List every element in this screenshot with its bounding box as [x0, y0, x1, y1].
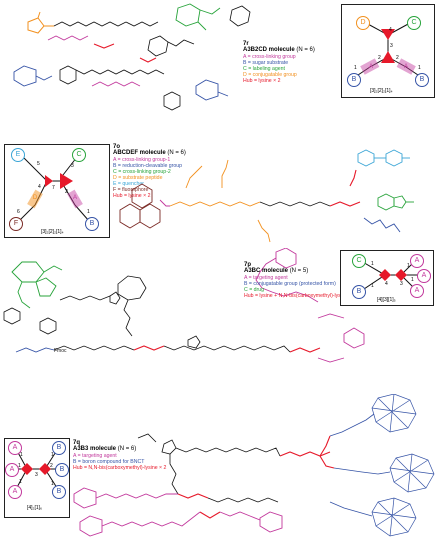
edge-7o-2: 2 [65, 189, 68, 195]
edge-7o-1: 1 [87, 209, 90, 215]
edge-7q-1a: 1 [20, 452, 23, 458]
edge-7r-2a: 2 [378, 55, 381, 61]
n-7p: (N = 5) [289, 268, 309, 274]
edge-7o-4: 4 [38, 184, 41, 190]
node-7q-a3: A [8, 485, 22, 499]
edge-7p-1b: 1 [371, 283, 374, 289]
edge-7r-1a: 1 [354, 65, 357, 71]
edge-7r-3: 3 [390, 43, 393, 49]
legend-7o-d: D = substrate peptide [113, 175, 163, 181]
n-7o: (N = 6) [167, 150, 186, 156]
legend-7o-b: B = reduction-cleavable group [113, 163, 183, 169]
node-7p-a2: A [417, 269, 431, 283]
legend-7r-d: D = conjugatable group [243, 72, 297, 78]
legend-7o-a: A = cross-linking group-1 [113, 157, 171, 163]
edge-7q-1c: 1 [19, 479, 22, 485]
legend-7r-c: C = labeling agent [243, 66, 285, 72]
edge-7o-6: 6 [17, 209, 20, 215]
edge-7q-1b: 1 [18, 463, 21, 469]
edge-7p-1c: 1 [407, 263, 410, 269]
node-7r-a1: A [368, 64, 373, 70]
node-7o-f: F [9, 217, 23, 231]
graph-box-7r: D C A A B B 4 3 2 2 1 1 [3]₂[2]₂[1]₄ [341, 4, 435, 98]
graph-7r [357, 22, 419, 76]
legend-7r-b: B = sugar substrate [243, 60, 289, 66]
node-7o-d: D [32, 195, 38, 201]
fmoc-label: Fmoc [54, 348, 67, 354]
node-7r-d: D [356, 16, 370, 30]
legend-7r-a: A = cross-linking group [243, 54, 296, 60]
id-7r: 7r [243, 41, 249, 47]
legend-7p-b: B = conjugatable group (protected form) [244, 281, 336, 287]
legend-7q-b: B = boron compound for BNCT [73, 459, 145, 465]
legend-7p-hub: Hub = lysine + N,N-bis(carboxymethyl)-ly… [244, 293, 348, 299]
id-7p: 7p [244, 262, 252, 268]
id-7o: 7o [113, 144, 121, 150]
node-7o-e: E [11, 148, 25, 162]
title-7p: A3BC molecule (N = 5) [244, 268, 308, 274]
notation-7o: [3]₂[2]₂[1]₄ [41, 229, 64, 235]
node-7r-b1: B [347, 73, 361, 87]
edge-7p-1a: 1 [371, 261, 374, 267]
structure-7q [73, 394, 435, 537]
legend-7q-hub: Hub = N,N-bis(carboxymethyl)-lysine × 2 [73, 465, 167, 471]
node-7o-c: C [72, 148, 86, 162]
n-7r: (N = 6) [296, 47, 315, 53]
node-7q-a1: A [8, 441, 22, 455]
edge-7r-4: 4 [389, 27, 392, 33]
node-7q-b1: B [52, 441, 66, 455]
node-7r-c: C [407, 16, 421, 30]
title-7q-text: A3B3 molecule [73, 446, 117, 452]
edge-7q-3: 3 [35, 472, 38, 478]
graph-box-7q: A A A B B B 1 1 1 3 2 1 1 [4]₂[1]₆ [4, 438, 70, 518]
structure-7o [119, 149, 414, 243]
graph-box-7o: E C D A F B 5 3 7 4 2 6 1 [3]₂[2]₂[1]₄ [4, 144, 110, 238]
graph-box-7p: C B A A A 1 1 4 3 1 1 [4][3][1]₅ [340, 250, 434, 306]
notation-7r: [3]₂[2]₂[1]₄ [370, 88, 393, 94]
title-7o: ABCDEF molecule (N = 6) [113, 150, 186, 156]
edge-7o-3: 3 [71, 163, 74, 169]
title-7o-text: ABCDEF molecule [113, 150, 166, 156]
edge-7o-5: 5 [37, 161, 40, 167]
node-7q-a2: A [5, 463, 19, 477]
structure-7r [13, 3, 251, 111]
graph-7q [14, 446, 61, 492]
node-7q-b2: B [55, 463, 69, 477]
edge-7q-1d: 1 [51, 452, 54, 458]
node-7p-a1: A [410, 254, 424, 268]
title-7r: A3B2CD molecule (N = 6) [243, 47, 315, 53]
legend-7o-f: F = fluorophore [113, 187, 149, 193]
node-7o-b: B [85, 217, 99, 231]
node-7r-a2: A [403, 64, 408, 70]
legend-7o-e: E = quencher [113, 181, 145, 187]
edge-7r-1b: 1 [418, 65, 421, 71]
edge-7o-7: 7 [52, 185, 55, 191]
edge-7q-2: 2 [50, 463, 53, 469]
node-7r-b2: B [415, 73, 429, 87]
notation-7q: [4]₂[1]₆ [27, 505, 43, 511]
edge-7p-3: 3 [400, 281, 403, 287]
node-7o-a: A [72, 195, 77, 201]
edge-7r-2b: 2 [396, 55, 399, 61]
legend-7q-a: A = targeting agent [73, 453, 117, 459]
legend-7p-a: A = targeting agent [244, 275, 288, 281]
node-7p-b: B [352, 285, 366, 299]
node-7p-a3: A [410, 284, 424, 298]
title-7p-text: A3BC molecule [244, 268, 289, 274]
legend-7p-c: C = drug [244, 287, 265, 293]
id-7q: 7q [73, 440, 81, 446]
edge-7p-1d: 1 [411, 277, 414, 283]
title-7r-text: A3B2CD molecule [243, 47, 295, 53]
legend-7o-c: C = cross-linking group-2 [113, 169, 171, 175]
n-7q: (N = 6) [117, 446, 137, 452]
node-7q-b3: B [52, 485, 66, 499]
node-7p-c: C [352, 254, 366, 268]
structure-7p [3, 248, 365, 363]
notation-7p: [4][3][1]₅ [377, 297, 396, 303]
edge-7q-1e: 1 [51, 481, 54, 487]
edge-7p-4: 4 [385, 281, 388, 287]
title-7q: A3B3 molecule (N = 6) [73, 446, 136, 452]
legend-7r-hub: Hub = lysine × 2 [243, 78, 281, 84]
graph-7o [18, 156, 90, 222]
